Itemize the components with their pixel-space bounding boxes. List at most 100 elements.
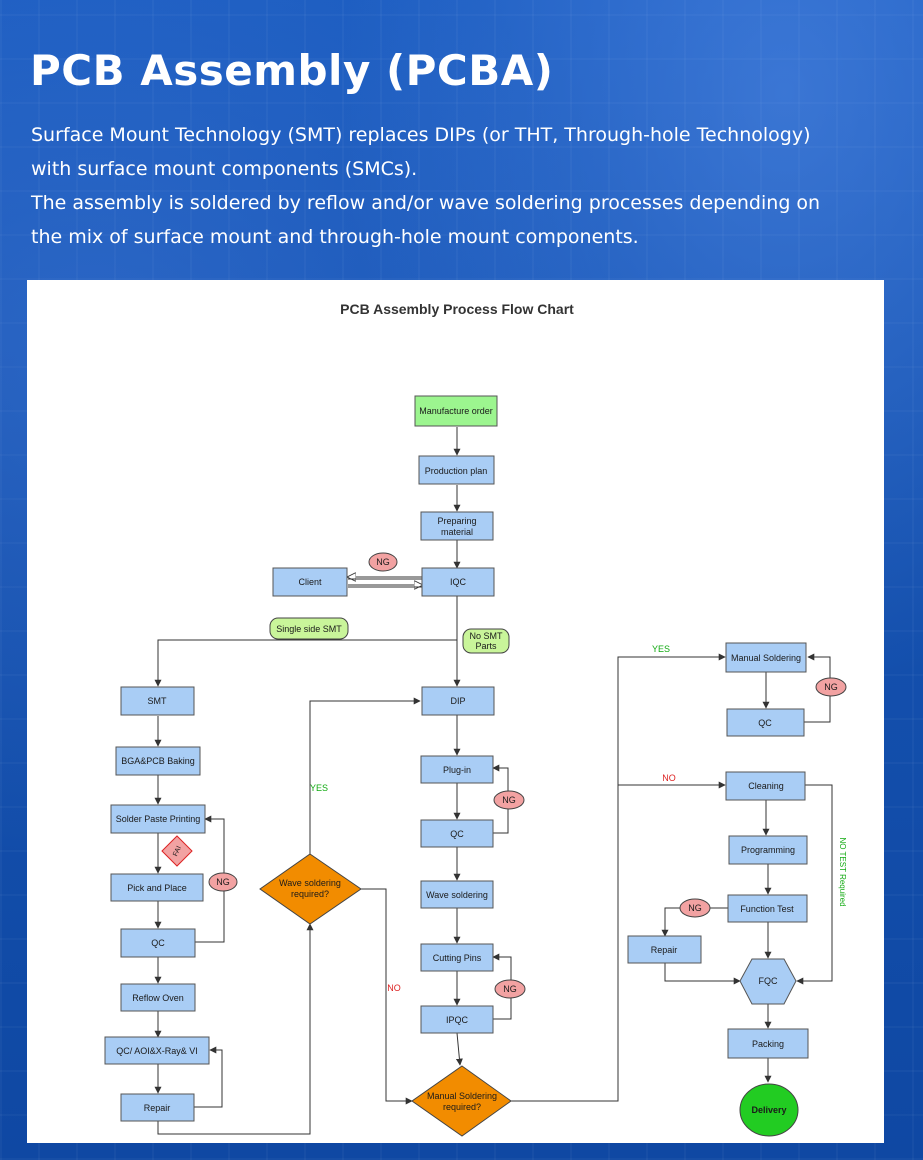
ng-badge-right-2-label: NG [688,903,702,913]
ng-badge-mid-2: NG [494,979,526,999]
ng-badge-left: NG [208,872,238,892]
pill-single-side-smt: Single side SMT [269,617,349,640]
node-repair-left-label: Repair [144,1103,171,1113]
node-client: Client [272,567,348,597]
node-fai-label: FAI [172,845,183,858]
label-yes-wave: YES [310,783,328,793]
node-pick-place-label: Pick and Place [127,883,187,893]
node-qc-mid-label: QC [450,829,464,839]
node-function-test-label: Function Test [740,904,794,914]
ng-badge-mid-2-label: NG [503,984,517,994]
ng-badge-iqc: NG [368,552,398,572]
description-line-1: Surface Mount Technology (SMT) replaces … [31,124,811,146]
node-reflow-oven: Reflow Oven [120,983,196,1012]
edge-iqc-smt [154,639,457,687]
node-delivery: Delivery [739,1083,799,1137]
label-no-wave: NO [387,983,401,993]
ng-badge-mid-1-label: NG [502,795,516,805]
edge-repair-loop [194,1046,223,1108]
node-smt: SMT [120,686,195,716]
node-production-plan-label: Production plan [425,466,488,476]
node-fqc-label: FQC [759,976,778,986]
node-delivery-label: Delivery [751,1105,786,1115]
node-pick-place: Pick and Place [110,873,204,902]
edge-ipqc-manual [455,1032,463,1066]
edge-wave-no [361,888,413,1105]
edge-manual-yes [511,653,726,1102]
node-qc-right: QC [726,708,805,737]
node-qc-right-label: QC [758,718,772,728]
connectors [154,427,833,1135]
edge-repair-wave [157,923,314,1135]
node-cleaning-label: Cleaning [748,781,784,791]
node-preparing-material-label-2: material [441,527,473,537]
label-yes-manual: YES [652,644,670,654]
node-smt-label: SMT [148,696,168,706]
decision-wave-soldering: Wave soldering required? [259,853,362,925]
node-repair-right-label: Repair [651,945,678,955]
node-plug-in-label: Plug-in [443,765,471,775]
node-fai: FAI [161,835,193,867]
node-preparing-material-label-1: Preparing [437,516,476,526]
node-iqc: IQC [421,567,495,597]
description: Surface Mount Technology (SMT) replaces … [31,118,831,254]
pill-no-smt-parts: No SMT Parts [462,628,510,654]
decision-manual-label-1: Manual Soldering [427,1091,497,1101]
node-qc-left: QC [120,928,196,958]
node-repair-left: Repair [120,1093,195,1122]
node-ipqc-label: IPQC [446,1015,469,1025]
node-qc-aoi-label: QC/ AOI&X-Ray& VI [116,1046,198,1056]
ng-badge-right-1-label: NG [824,682,838,692]
node-manual-soldering: Manual Soldering [725,642,807,673]
node-plug-in: Plug-in [420,755,494,784]
pill-no-smt-label-2: Parts [475,641,497,651]
decision-wave-label-2: required? [291,889,329,899]
node-manual-soldering-label: Manual Soldering [731,653,801,663]
node-solder-paste-label: Solder Paste Printing [116,814,201,824]
node-bga-baking-label: BGA&PCB Baking [121,756,195,766]
node-bga-baking: BGA&PCB Baking [115,746,201,776]
node-preparing-material: Preparing material [420,511,494,541]
flowchart-svg: PCB Assembly Process Flow Chart [104,301,847,1137]
node-qc-aoi: QC/ AOI&X-Ray& VI [104,1036,210,1065]
description-line-2: with surface mount components (SMCs). [31,158,418,180]
node-production-plan: Production plan [418,455,495,485]
flowchart-title: PCB Assembly Process Flow Chart [340,301,574,317]
ng-badge-mid-1: NG [493,790,525,810]
node-fqc: FQC [739,958,797,1005]
node-function-test: Function Test [727,894,808,923]
node-programming-label: Programming [741,845,795,855]
node-repair-right: Repair [627,935,702,964]
decision-wave-label-1: Wave soldering [279,878,341,888]
ng-badge-left-label: NG [216,877,230,887]
decision-manual-soldering: Manual Soldering required? [411,1065,512,1137]
node-cutting-pins-label: Cutting Pins [433,953,482,963]
node-cutting-pins: Cutting Pins [420,943,494,972]
node-solder-paste: Solder Paste Printing [110,804,206,834]
edge-cleaning-fqc [796,784,833,985]
node-packing: Packing [727,1028,809,1059]
node-cleaning: Cleaning [725,771,806,801]
node-iqc-label: IQC [450,577,467,587]
ng-badge-right-2: NG [679,898,711,918]
ng-badge-right-1: NG [815,677,847,697]
decision-manual-label-2: required? [443,1102,481,1112]
node-client-label: Client [298,577,322,587]
description-line-4: the mix of surface mount and through-hol… [31,226,639,248]
label-no-manual: NO [662,773,676,783]
description-line-3: The assembly is soldered by reflow and/o… [31,192,821,214]
node-qc-mid: QC [420,819,494,848]
node-manufacture-order: Manufacture order [414,395,498,427]
node-ipqc: IPQC [420,1005,494,1034]
node-programming: Programming [728,835,808,865]
edge-repair-fqc [664,963,741,985]
pill-no-smt-label-1: No SMT [469,631,503,641]
node-dip: DIP [421,686,495,716]
page-title: PCB Assembly (PCBA) [30,46,554,95]
edge-wave-yes [309,697,421,854]
ng-badge-iqc-label: NG [376,557,390,567]
node-dip-label: DIP [450,696,465,706]
node-manufacture-order-label: Manufacture order [419,406,493,416]
flowchart-panel: PCB Assembly Process Flow Chart [27,280,884,1143]
node-wave-soldering-label: Wave soldering [426,890,488,900]
